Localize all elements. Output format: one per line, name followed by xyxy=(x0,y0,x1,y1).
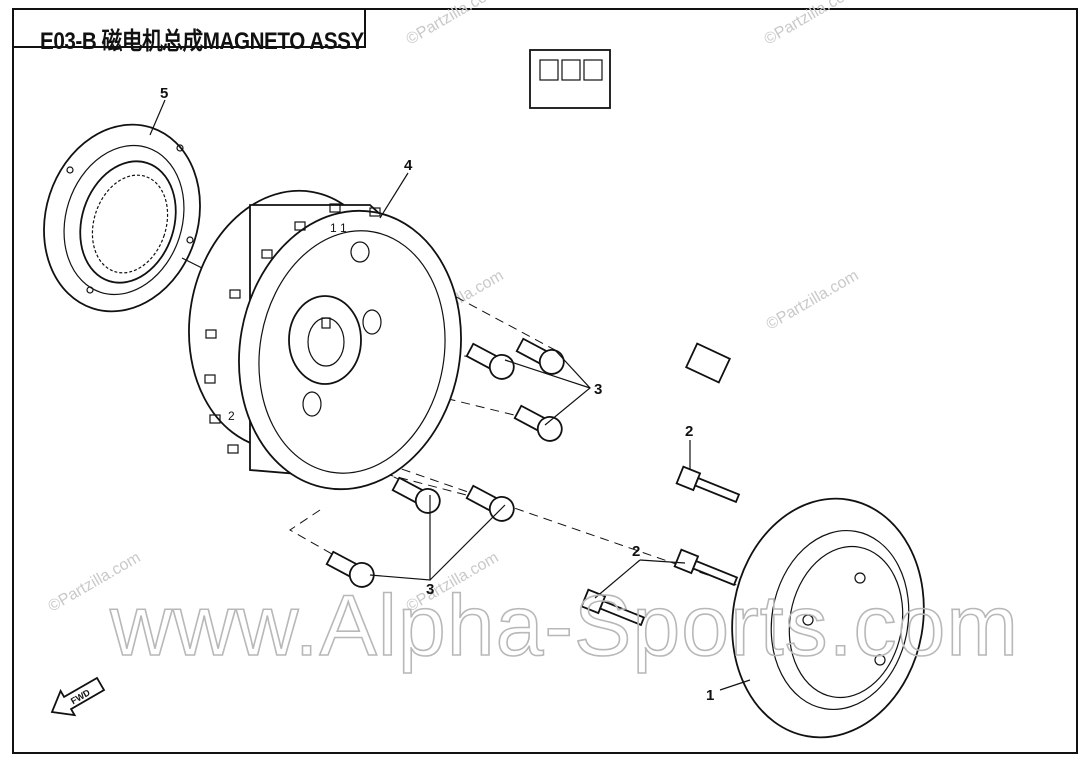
one-way-clutch xyxy=(43,123,211,313)
forward-arrow: FWD xyxy=(50,676,106,717)
stator-assembly xyxy=(529,49,975,739)
callout-labels: 5 4 3 3 2 2 1 xyxy=(160,85,714,704)
flywheel-mark: 2 xyxy=(228,409,235,423)
callout-leaders xyxy=(149,99,751,691)
title-box: E03-B 磁电机总成MAGNETO ASSY xyxy=(12,8,366,55)
callout-2: 2 xyxy=(632,543,640,560)
site-watermark: www.Alpha-Sports.com xyxy=(109,578,1019,674)
watermark: ©Partzilla.com xyxy=(404,0,502,48)
callout-3: 3 xyxy=(594,381,602,398)
diagram-frame xyxy=(12,8,1078,754)
callout-3: 3 xyxy=(426,581,434,598)
callout-1: 1 xyxy=(706,687,714,704)
callout-5: 5 xyxy=(160,85,168,102)
flywheel: 1 1 2 xyxy=(188,189,462,491)
callout-4: 4 xyxy=(404,157,413,174)
callout-2: 2 xyxy=(685,423,693,440)
stator-bolts xyxy=(580,465,741,627)
watermark: ©Partzilla.com xyxy=(762,0,860,48)
watermark: ©Partzilla.com xyxy=(764,267,862,333)
page-title: E03-B 磁电机总成MAGNETO ASSY xyxy=(40,28,364,55)
flywheel-mark: 1 1 xyxy=(330,221,347,235)
